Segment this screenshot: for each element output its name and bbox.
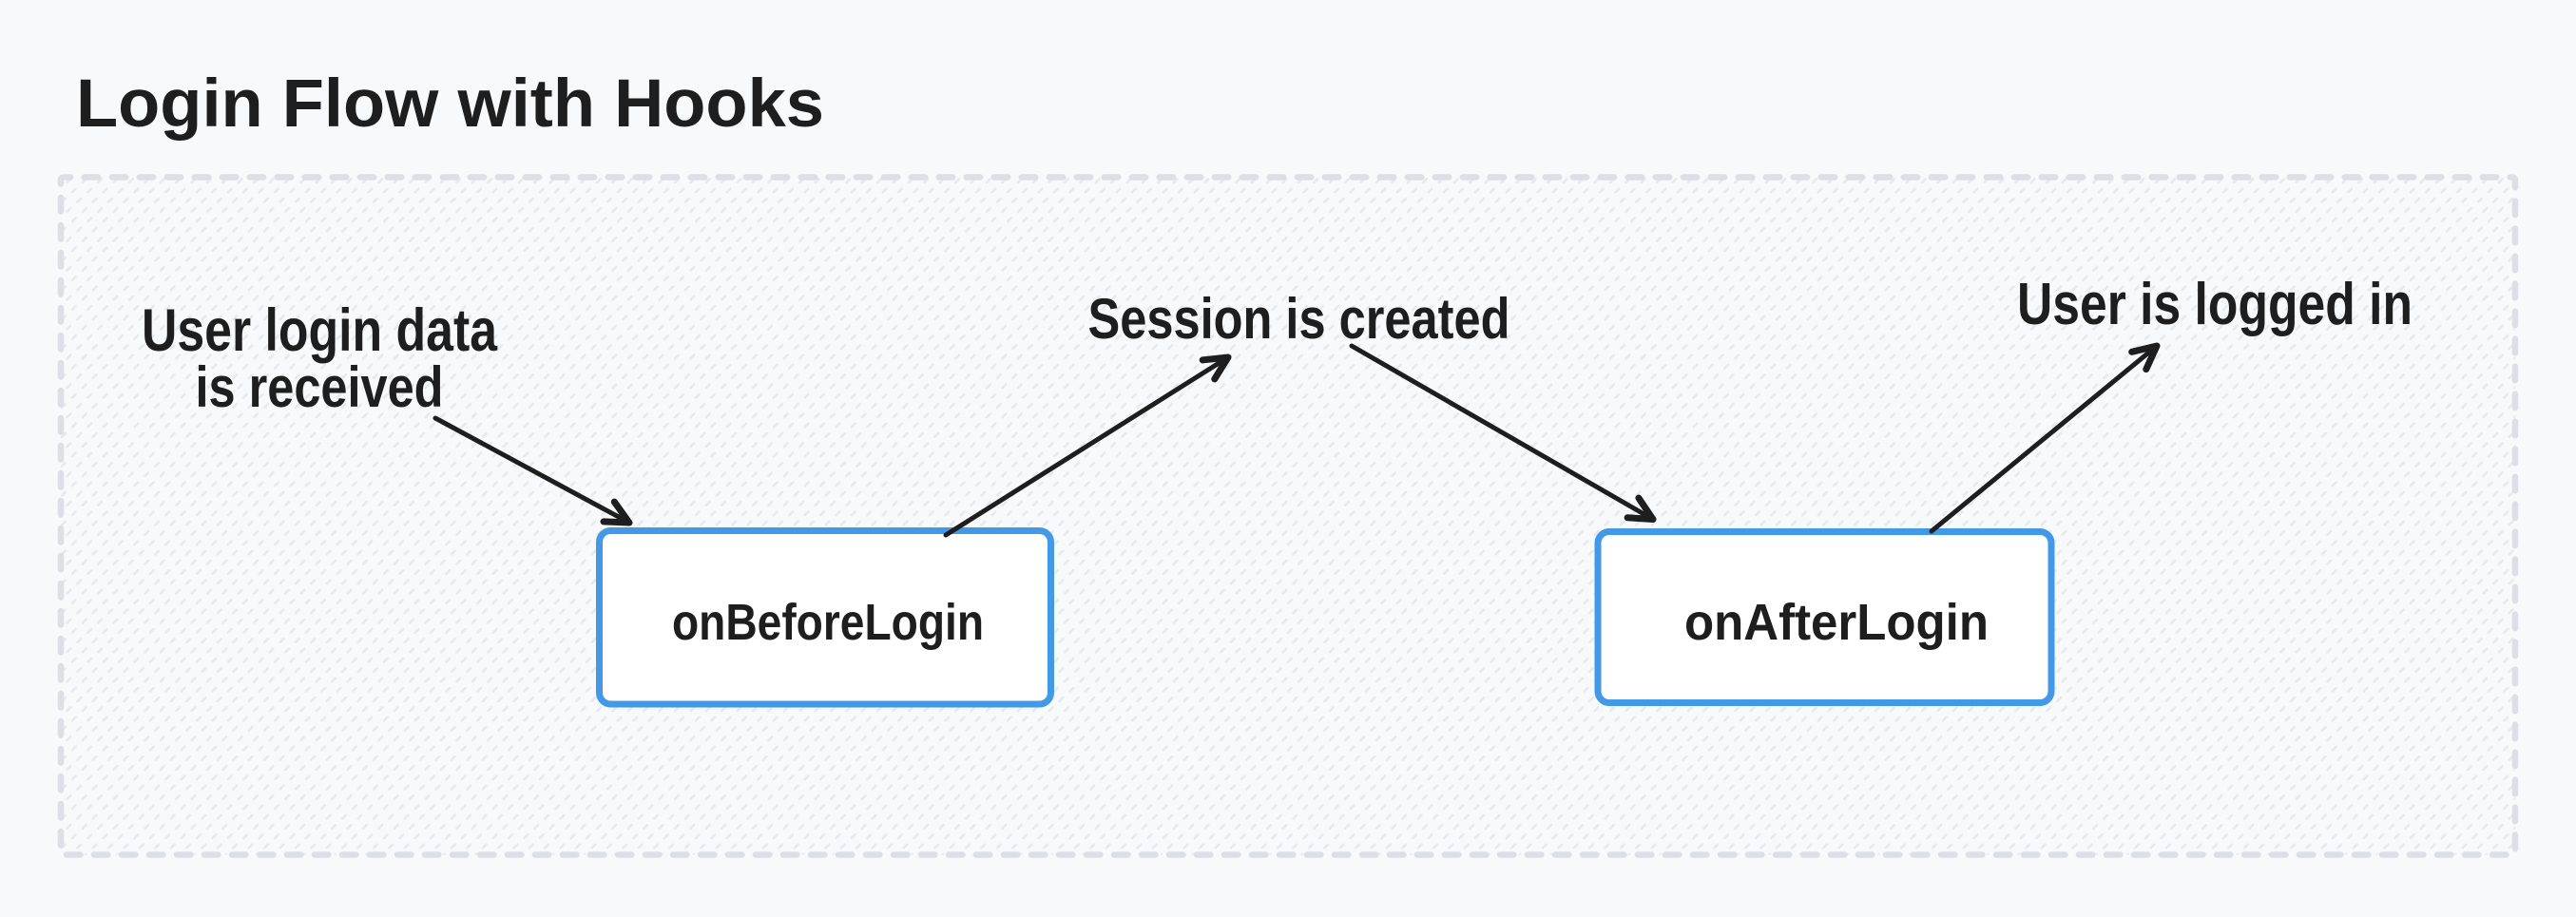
svg-text:Login Flow with Hooks: Login Flow with Hooks bbox=[76, 66, 824, 142]
svg-text:onAfterLogin: onAfterLogin bbox=[1684, 594, 1989, 651]
svg-text:User login data: User login data bbox=[142, 297, 498, 364]
svg-text:is received: is received bbox=[196, 355, 444, 419]
svg-text:User is logged in: User is logged in bbox=[2017, 272, 2413, 337]
svg-text:Session is created: Session is created bbox=[1088, 287, 1510, 351]
svg-text:onBeforeLogin: onBeforeLogin bbox=[672, 594, 984, 651]
